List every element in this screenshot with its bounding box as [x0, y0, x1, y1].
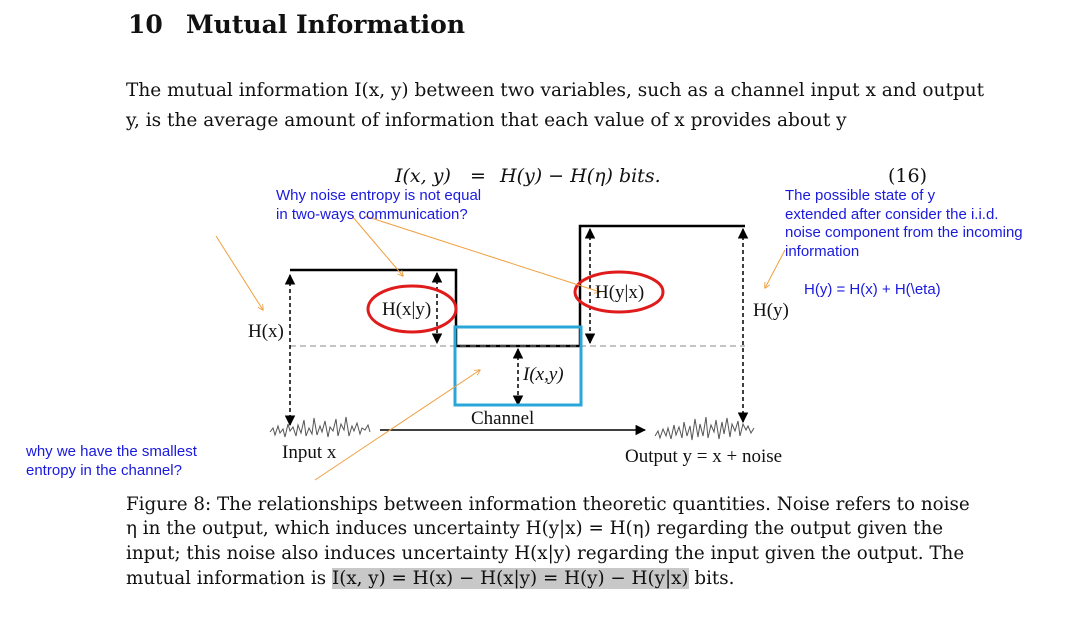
noise-question-line-1: Why noise entropy is not equal [276, 187, 482, 204]
state-note-line-3: noise component from the incoming [785, 224, 1023, 241]
hx-label: H(x) [248, 321, 284, 342]
intro-line-2: y, is the average amount of information … [126, 110, 847, 131]
state-note-line-1: The possible state of y [785, 187, 936, 204]
hxy-highlight-circle [366, 284, 458, 334]
section-number: 10 [128, 10, 163, 39]
output-noise-waveform [654, 416, 755, 441]
hyx-highlight-circle [573, 270, 665, 314]
intro-line-1: The mutual information I(x, y) between t… [126, 80, 985, 101]
caption-line-4-suffix: bits. [694, 568, 735, 589]
channel-question-note: why we have the smallest entropy in the … [26, 443, 197, 480]
state-note-line-2: extended after consider the i.i.d. [785, 205, 999, 223]
output-label: Output y = x + noise [625, 446, 783, 467]
caption-highlight: I(x, y) = H(x) − H(x|y) = H(y) − H(y|x) [331, 568, 689, 589]
channel-box [453, 325, 583, 407]
caption-line-2: η in the output, which induces uncertain… [126, 518, 944, 539]
input-noise-waveform [269, 416, 371, 438]
equation-rhs: H(y) − H(η) bits. [500, 165, 661, 187]
equation-lhs: I(x, y) [395, 165, 451, 187]
channel-question-arrow [314, 370, 480, 481]
caption-line-3: input; this noise also induces uncertain… [126, 543, 965, 564]
noise-question-line-2: in two-ways communication? [276, 205, 468, 223]
section-title: Mutual Information [186, 10, 465, 39]
channel-question-line-2: entropy in the channel? [26, 461, 182, 479]
entropy-outline [290, 224, 745, 348]
input-label: Input x [282, 442, 337, 463]
equation-number: (16) [888, 165, 928, 187]
noise-question-arrow-1 [351, 215, 403, 276]
hy-label: H(y) [753, 300, 789, 321]
hyx-label: H(y|x) [595, 282, 645, 303]
channel-label: Channel [471, 408, 535, 429]
hxy-label: H(x|y) [382, 299, 432, 320]
caption-line-1: Figure 8: The relationships between info… [126, 494, 970, 515]
noise-question-note: Why noise entropy is not equal in two-wa… [276, 187, 481, 224]
noise-question-arrow-2 [364, 215, 600, 292]
state-note: The possible state of y extended after c… [785, 187, 1023, 261]
state-note-arrow [765, 249, 786, 288]
channel-question-line-1: why we have the smallest [26, 443, 197, 460]
caption-line-4: mutual information is I(x, y) = H(x) − H… [126, 568, 734, 589]
hx-annotation-arrow [215, 235, 263, 310]
formula-note: H(y) = H(x) + H(\eta) [804, 281, 941, 298]
caption-line-4-prefix: mutual information is [126, 568, 327, 589]
equation-equals: = [470, 165, 486, 187]
ixy-label: I(x,y) [523, 364, 564, 385]
state-note-line-4: information [785, 242, 860, 260]
